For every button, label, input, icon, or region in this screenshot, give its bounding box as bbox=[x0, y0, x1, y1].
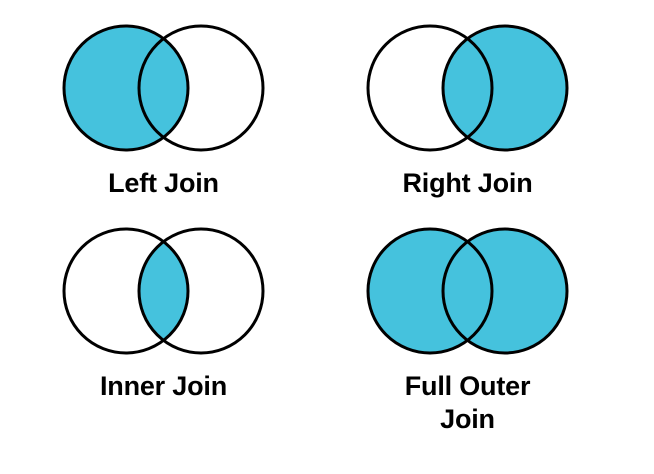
inner-join-venn-graphic bbox=[62, 227, 265, 355]
right-circle-outline bbox=[441, 227, 569, 355]
right-circle-fill bbox=[443, 229, 567, 353]
right-join-venn-graphic bbox=[366, 24, 569, 152]
left-join-venn-graphic bbox=[62, 24, 265, 152]
left-circle-outline bbox=[62, 227, 190, 355]
inner-join-label: Inner Join bbox=[99, 371, 227, 401]
left-circle-outline bbox=[366, 227, 494, 355]
right-circle-outline bbox=[441, 24, 569, 152]
right-join-label: Right Join bbox=[402, 168, 533, 198]
left-join-label: Left Join bbox=[108, 168, 219, 198]
intersection-fill bbox=[443, 26, 492, 150]
venn-diagram-right-join: Right Join bbox=[304, 18, 631, 200]
intersection-fill bbox=[139, 229, 188, 353]
left-circle-outline bbox=[366, 24, 494, 152]
venn-diagram-left-join: Left Join bbox=[0, 18, 327, 200]
right-circle-outline bbox=[137, 24, 265, 152]
full-outer-join-venn-graphic bbox=[366, 227, 569, 355]
intersection-fill bbox=[139, 26, 188, 150]
venn-diagram-inner-join: Inner Join bbox=[0, 221, 327, 403]
left-circle-outline bbox=[62, 24, 190, 152]
full-outer-join-label: Full Outer Join bbox=[404, 371, 531, 434]
venn-diagram-full-outer-join: Full Outer Join bbox=[304, 221, 631, 436]
right-circle-outline bbox=[137, 227, 265, 355]
